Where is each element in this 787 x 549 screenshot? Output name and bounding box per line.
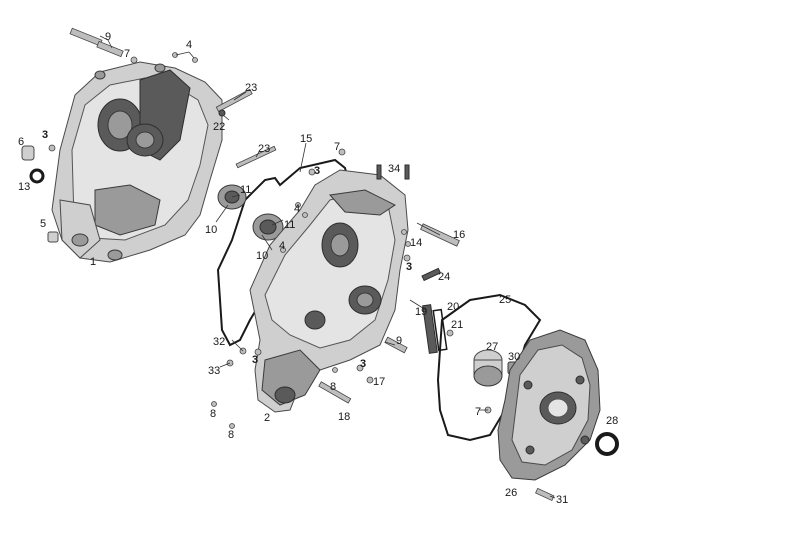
stud-4d xyxy=(280,247,286,253)
pin-8b xyxy=(211,401,217,407)
callout-4: 4 xyxy=(186,39,192,51)
callout-6: 6 xyxy=(18,136,24,148)
stud-4b xyxy=(192,57,198,63)
callout-4: 4 xyxy=(294,203,300,215)
callout-3: 3 xyxy=(42,129,48,141)
callout-26: 26 xyxy=(505,487,517,499)
callout-9: 9 xyxy=(396,335,402,347)
callout-14: 14 xyxy=(410,237,422,249)
callout-7: 7 xyxy=(124,48,130,60)
callout-8: 8 xyxy=(210,408,216,420)
callout-32: 32 xyxy=(213,336,225,348)
callout-16: 16 xyxy=(453,229,465,241)
screw-3a xyxy=(48,144,56,152)
callout-1: 1 xyxy=(90,256,96,268)
left-small-parts xyxy=(21,27,277,243)
bearing-lower xyxy=(252,213,284,241)
screw-7a xyxy=(130,56,138,64)
callout-4: 4 xyxy=(279,240,285,252)
callout-23: 23 xyxy=(258,143,270,155)
callout-9: 9 xyxy=(105,31,111,43)
screw-21 xyxy=(446,329,454,337)
callout-20: 20 xyxy=(447,301,459,313)
bolt-17 xyxy=(366,376,374,384)
breather-parts xyxy=(422,304,454,354)
bolt-31 xyxy=(535,487,555,502)
screw-3c xyxy=(403,254,411,262)
callout-27: 27 xyxy=(486,341,498,353)
seal-13 xyxy=(29,168,45,184)
oil-seal-28 xyxy=(595,432,619,456)
gasket-20 xyxy=(432,308,448,352)
callout-10: 10 xyxy=(205,224,217,236)
callout-30: 30 xyxy=(508,351,520,363)
crankcase-cover xyxy=(497,329,601,481)
callout-3: 3 xyxy=(314,165,320,177)
callout-33: 33 xyxy=(208,365,220,377)
callout-7: 7 xyxy=(334,141,340,153)
dowel-pin-9a xyxy=(69,27,103,47)
screw-7b xyxy=(338,148,346,156)
callout-25: 25 xyxy=(499,294,511,306)
pin-34b xyxy=(404,164,410,180)
callout-17: 17 xyxy=(373,376,385,388)
bushing-27 xyxy=(473,349,503,387)
pin-8a xyxy=(332,367,338,373)
callout-labels: 9 7 4 23 22 3 6 13 5 1 15 7 23 3 34 11 1… xyxy=(18,31,618,506)
callout-2: 2 xyxy=(264,412,270,424)
callout-19: 19 xyxy=(415,306,427,318)
stud-4b xyxy=(295,202,301,208)
right-crankcase-half xyxy=(249,169,409,413)
stud-23a xyxy=(215,88,253,113)
callout-22: 22 xyxy=(213,121,225,133)
screw-3e xyxy=(356,364,364,372)
callout-5: 5 xyxy=(40,218,46,230)
stud-4c xyxy=(302,212,308,218)
callout-10: 10 xyxy=(256,250,268,262)
callout-3: 3 xyxy=(406,261,412,273)
callout-8: 8 xyxy=(330,381,336,393)
callout-13: 13 xyxy=(18,181,30,193)
callout-18: 18 xyxy=(338,411,350,423)
screw-14b xyxy=(405,241,411,247)
callout-11: 11 xyxy=(240,184,251,196)
callout-21: 21 xyxy=(451,319,463,331)
nut-22 xyxy=(218,109,226,117)
callout-24: 24 xyxy=(438,271,450,283)
callout-3: 3 xyxy=(252,354,258,366)
screw-14a xyxy=(401,229,407,235)
plate-19 xyxy=(422,304,438,354)
callout-23: 23 xyxy=(245,82,257,94)
callout-34: 34 xyxy=(388,163,400,175)
callout-7: 7 xyxy=(475,406,481,418)
callout-15: 15 xyxy=(300,133,312,145)
callout-31: 31 xyxy=(556,494,568,506)
pin-8c xyxy=(229,423,235,429)
leader-lines xyxy=(99,35,556,499)
screw-3d xyxy=(254,348,262,356)
screw-3b xyxy=(308,168,316,176)
sensor-24 xyxy=(421,267,442,282)
plug-6 xyxy=(21,145,35,161)
callout-8: 8 xyxy=(228,429,234,441)
callout-3: 3 xyxy=(360,358,366,370)
plug-5 xyxy=(47,231,59,243)
bolt-18 xyxy=(318,381,352,404)
dowel-9 xyxy=(384,336,408,354)
left-crankcase-half xyxy=(51,61,223,263)
center-small-parts xyxy=(211,148,460,429)
callout-28: 28 xyxy=(606,415,618,427)
pin-34a xyxy=(376,164,382,180)
callout-11: 11 xyxy=(284,219,295,231)
